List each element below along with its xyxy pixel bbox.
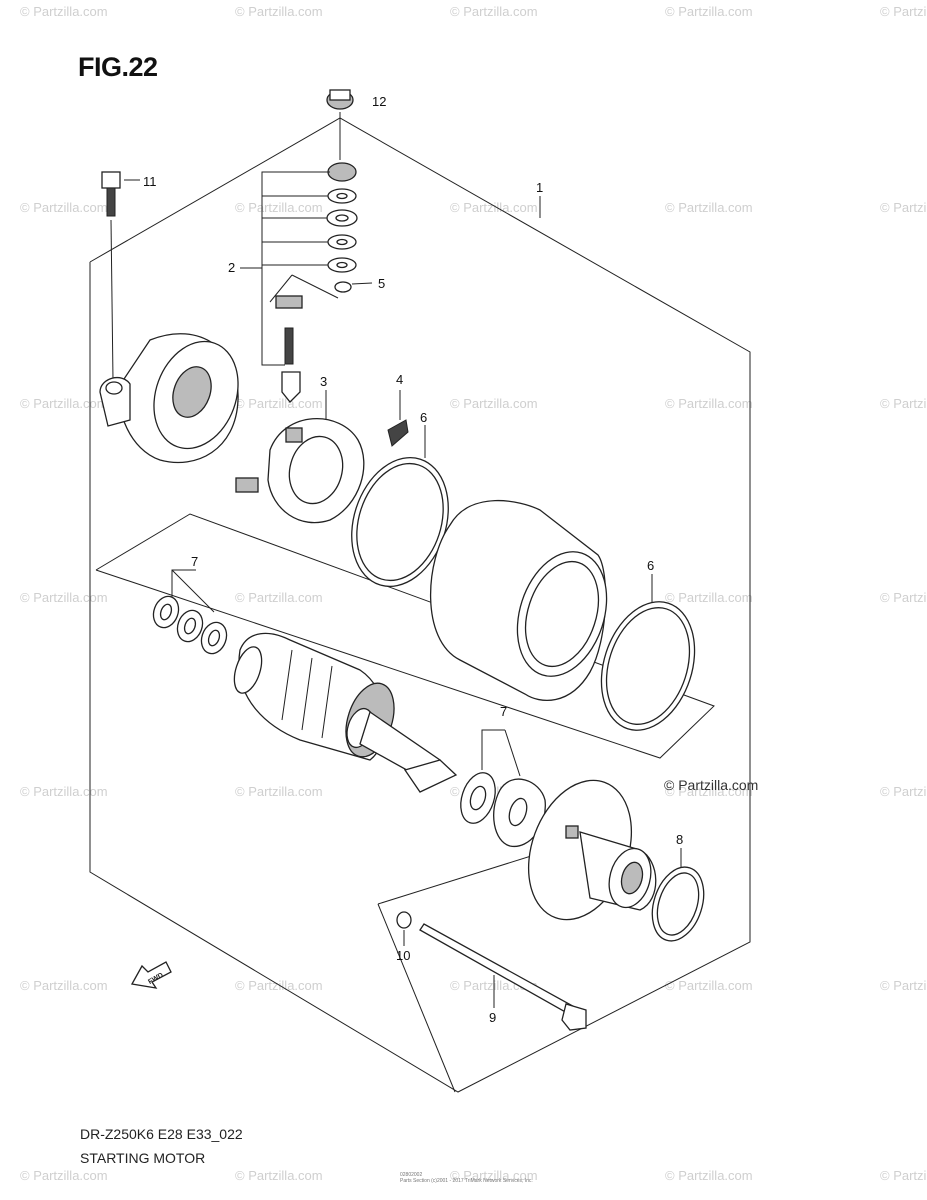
watermark-text: © Partzilla.com	[235, 784, 323, 799]
part-3-brush-plate	[235, 390, 365, 524]
callout-11: 11	[143, 174, 157, 189]
callout-7-lower: 7	[500, 704, 507, 719]
watermark-text: © Partzilla.com	[880, 784, 927, 799]
callout-10: 10	[396, 948, 410, 963]
watermark-text: © Partzilla.com	[880, 1168, 927, 1183]
part-4-terminal	[387, 390, 409, 447]
callout-5: 5	[378, 276, 385, 291]
part-6-o-ring-upper	[351, 425, 449, 588]
callout-12: 12	[372, 94, 386, 109]
callout-1: 1	[536, 180, 543, 195]
watermark-text: © Partzilla.com	[235, 978, 323, 993]
watermark-text: © Partzilla.com	[235, 396, 323, 411]
callout-6-upper: 6	[420, 410, 427, 425]
watermark-text: © Partzilla.com	[20, 200, 108, 215]
callout-7-upper: 7	[191, 554, 198, 569]
watermark-text: © Partzilla.com	[665, 978, 753, 993]
callout-labels: 1 2 3 4 5 6 6 7 7 8 9 10 11 12	[143, 94, 683, 1025]
part-10-o-ring	[396, 911, 412, 946]
watermark-text: © Partzilla.com	[20, 1168, 108, 1183]
watermark-text: © Partzilla.com	[880, 396, 927, 411]
part-7-washers-upper	[152, 569, 228, 655]
watermark-text: © Partzilla.com	[880, 4, 927, 19]
fine-print-code: 02802002	[400, 1172, 423, 1178]
assembly-name: STARTING MOTOR	[80, 1150, 206, 1166]
armature	[233, 632, 458, 793]
watermark-text: © Partzilla.com	[665, 590, 753, 605]
callout-8: 8	[676, 832, 683, 847]
watermark-text: © Partzilla.com	[235, 4, 323, 19]
part-11-screw	[101, 171, 140, 381]
fine-print: 02802002 Parts Section (c)2001 - 2017 Tr…	[400, 1172, 533, 1184]
watermark-text: © Partzilla.com	[450, 4, 538, 19]
watermark-text: © Partzilla.com	[880, 978, 927, 993]
watermark-text: © Partzilla.com	[20, 4, 108, 19]
part-5-o-ring	[334, 281, 373, 293]
watermark-text: © Partzilla.com	[235, 590, 323, 605]
watermark-text: © Partzilla.com	[20, 590, 108, 605]
part-6-o-ring-lower	[600, 574, 696, 731]
callout-2: 2	[228, 260, 235, 275]
watermark-text: © Partzilla.com	[20, 978, 108, 993]
watermark-text: © Partzilla.com	[665, 1168, 753, 1183]
part-12-nut	[326, 89, 354, 160]
watermark-text: © Partzilla.com	[450, 1168, 538, 1183]
watermark-text: © Partzilla.com	[665, 4, 753, 19]
watermark-text: © Partzilla.com	[235, 200, 323, 215]
copyright-notice: © Partzilla.com	[664, 777, 759, 793]
model-code: DR-Z250K6 E28 E33_022	[80, 1126, 243, 1142]
callout-4: 4	[396, 372, 403, 387]
watermark-text: © Partzilla.com	[665, 784, 753, 799]
part-9-through-bolt	[419, 923, 587, 1031]
callout-3: 3	[320, 374, 327, 389]
part-7-washers-lower	[460, 729, 546, 847]
watermark-text: © Partzilla.com	[20, 396, 108, 411]
front-housing	[527, 779, 657, 921]
rear-housing	[99, 333, 239, 464]
watermark-text: © Partzilla.com	[665, 200, 753, 215]
part-8-o-ring	[651, 848, 705, 942]
watermark-text: © Partzilla.com	[450, 200, 538, 215]
figure-title: FIG.22	[78, 52, 158, 82]
fwd-arrow-icon: FWD	[130, 961, 172, 989]
watermark-text: © Partzilla.com	[880, 590, 927, 605]
watermark-text: © Partzilla.com	[20, 784, 108, 799]
terminal-bolt	[269, 274, 339, 403]
callout-9: 9	[489, 1010, 496, 1025]
yoke-housing	[429, 499, 608, 702]
fine-print-notice: Parts Section (c)2001 - 2017 TriMark Net…	[400, 1178, 533, 1184]
watermark-text: © Partzilla.com	[665, 396, 753, 411]
callout-6-lower: 6	[647, 558, 654, 573]
watermark-text: © Partzilla.com	[235, 1168, 323, 1183]
part-2-washer-stack	[240, 162, 358, 366]
watermark-text: © Partzilla.com	[450, 396, 538, 411]
watermark-text: © Partzilla.com	[880, 200, 927, 215]
